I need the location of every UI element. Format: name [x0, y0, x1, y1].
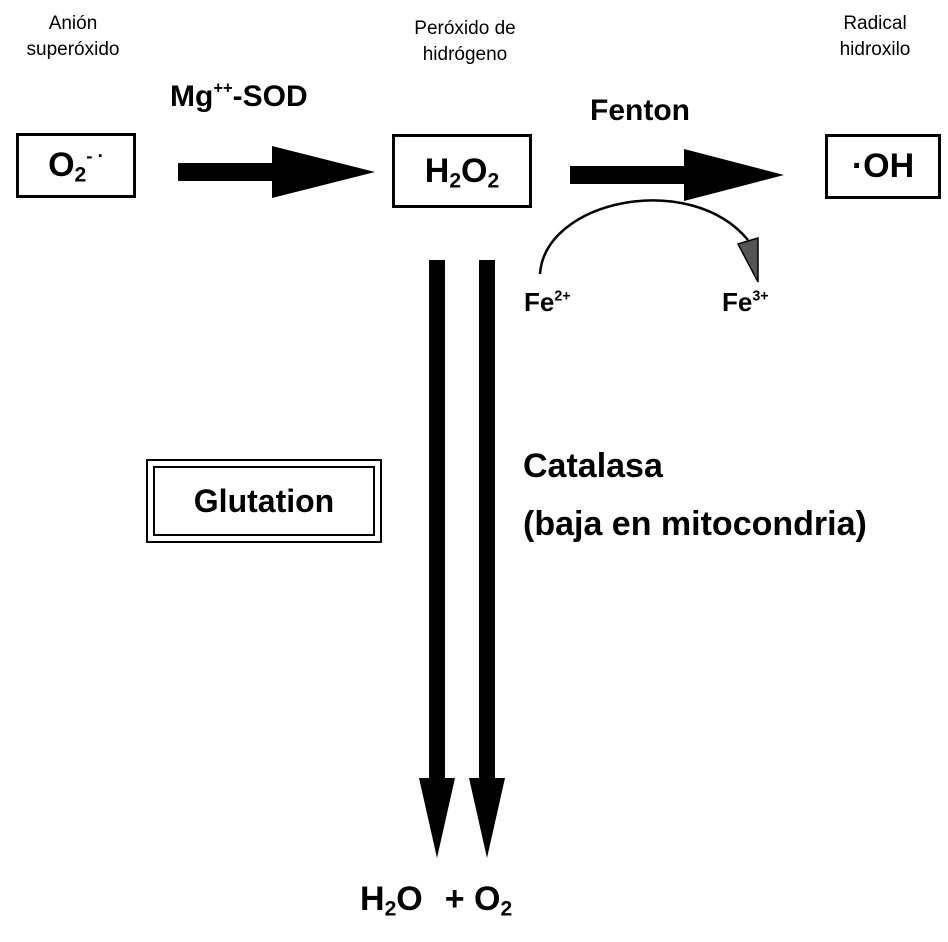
fenton-curve-arrowhead: [736, 236, 759, 283]
glutathione-arrow: [419, 260, 455, 858]
superoxide-formula: O2- ·: [48, 144, 104, 187]
sod-arrow: [178, 146, 375, 198]
sod-enzyme-label: Mg++-SOD: [170, 79, 308, 113]
oxygen-formula: + O2: [444, 880, 513, 921]
superoxide-label-line1: Anión: [48, 13, 98, 34]
peroxide-label: Peróxido de hidrógeno: [380, 16, 550, 68]
hydroxyl-box: ·OH: [825, 134, 941, 199]
glutathione-box: Glutation: [146, 459, 382, 543]
peroxide-label-line2: hidrógeno: [422, 44, 508, 65]
hydroxyl-formula: ·OH: [851, 147, 915, 185]
water-formula: H2O: [360, 880, 423, 921]
products-label: H2O + O2: [360, 880, 512, 919]
fenton-iron-curve: [538, 199, 749, 275]
glutathione-label: Glutation: [193, 482, 335, 519]
catalase-arrow: [469, 260, 505, 858]
fe3-label: Fe3+: [722, 287, 769, 317]
hydroxyl-label-line2: hidroxilo: [839, 39, 911, 60]
peroxide-label-line1: Peróxido de: [414, 18, 516, 39]
fe2-label: Fe2+: [524, 287, 571, 317]
peroxide-formula: H2O2: [424, 151, 500, 192]
catalase-label: Catalasa: [523, 447, 663, 485]
catalase-note: (baja en mitocondria): [523, 505, 867, 543]
hydroxyl-label: Radical hidroxilo: [810, 11, 940, 63]
superoxide-label: Anión superóxido: [8, 11, 138, 63]
peroxide-box: H2O2: [392, 134, 532, 208]
superoxide-label-line2: superóxido: [26, 39, 120, 60]
fenton-arrow: [570, 149, 784, 201]
hydroxyl-label-line1: Radical: [843, 13, 907, 34]
superoxide-box: O2- ·: [16, 133, 136, 198]
fenton-label: Fenton: [590, 94, 690, 127]
